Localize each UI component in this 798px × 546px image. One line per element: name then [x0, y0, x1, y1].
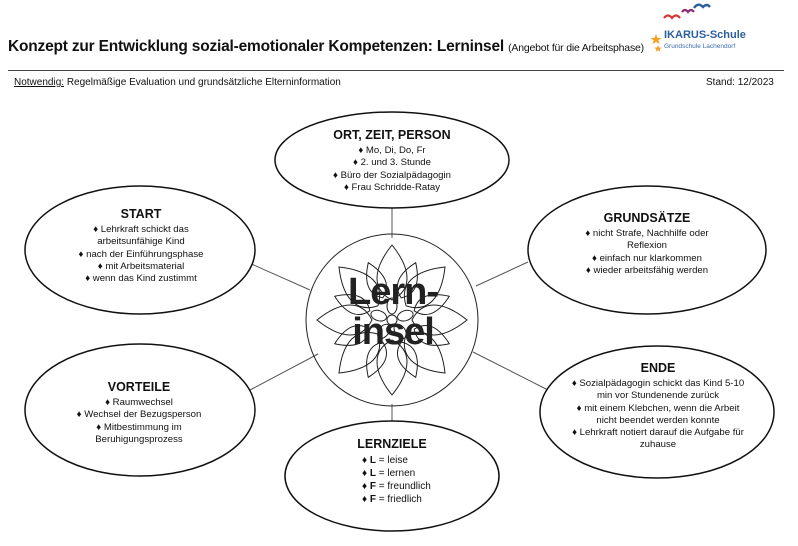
bubble-ende-heading: ENDE: [640, 361, 676, 375]
bubble-grundsaetze: [527, 185, 767, 315]
center-line-2: insel: [352, 311, 435, 353]
list-item: ♦ Büro der Sozialpädagogin: [333, 169, 451, 181]
bubble-grundsaetze-text: GRUNDSÄTZE ♦ nicht Strafe, Nachhilfe ode…: [572, 210, 722, 277]
list-item: ♦ mit Arbeitsmaterial: [97, 260, 185, 272]
list-item: ♦ Mitbestimmung im Beruhigungsprozess: [95, 421, 183, 445]
list-item: ♦ wenn das Kind zustimmt: [85, 273, 197, 285]
title-subtitle: (Angebot für die Arbeitsphase): [508, 42, 644, 54]
note-line: Notwendig: Regelmäßige Evaluation und gr…: [14, 77, 341, 88]
bubble-ort-text: ORT, ZEIT, PERSON ♦ Mo, Di, Do, Fr ♦ 2. …: [292, 127, 492, 194]
bubble-start: [24, 185, 256, 315]
connector-vorteile: [249, 353, 319, 391]
bubble-grundsaetze-heading: GRUNDSÄTZE: [603, 211, 691, 225]
connector-lines: [246, 200, 549, 424]
connector-start: [246, 261, 311, 291]
bubble-lernziele-text: LERNZIELE ♦ L = leise ♦ L = lernen ♦ F =…: [332, 436, 452, 506]
page-title: Konzept zur Entwicklung sozial-emotional…: [8, 38, 644, 56]
bubble-vorteile-text: VORTEILE ♦ Raumwechsel ♦ Wechsel der Bez…: [64, 379, 214, 446]
list-item: ♦ nach der Einführungsphase: [78, 248, 204, 260]
list-item: ♦ L = lernen: [362, 468, 416, 479]
list-item: ♦ Raumwechsel: [105, 397, 173, 408]
bubble-start-heading: START: [120, 207, 162, 221]
list-item: ♦ nicht Strafe, Nachhilfe oder Reflexion: [585, 228, 709, 252]
list-item: ♦ mit einem Klebchen, wenn die Arbeit ni…: [576, 402, 740, 426]
list-item: ♦ wieder arbeitsfähig werden: [585, 264, 709, 276]
bubble-ende-text: ENDE ♦ Sozialpädagogin schickt das Kind …: [567, 360, 749, 452]
list-item: ♦ Mo, Di, Do, Fr: [358, 145, 426, 156]
list-item: ♦ Sozialpädagogin schickt das Kind 5-10 …: [571, 378, 745, 402]
list-item: ♦ Frau Schridde-Ratay: [343, 181, 441, 193]
title-main: Konzept zur Entwicklung sozial-emotional…: [8, 38, 504, 55]
note-label: Notwendig:: [14, 77, 65, 88]
connector-grundsaetze: [475, 261, 529, 287]
mandala-flower-icon: [305, 233, 479, 407]
bubble-start-text: START ♦ Lehrkraft schickt das arbeitsunf…: [66, 206, 216, 285]
stand-date: Stand: 12/2023: [706, 77, 774, 88]
center-line-1: Lern-: [348, 271, 439, 313]
bubbles: [24, 111, 775, 532]
connector-ende: [472, 351, 549, 391]
bubble-lernziele-heading: LERNZIELE: [357, 437, 427, 451]
bubble-vorteile: [24, 343, 256, 477]
list-item: ♦ einfach nur klarkommen: [592, 252, 702, 264]
list-item: ♦ 2. und 3. Stunde: [353, 157, 431, 169]
bubble-ort: [274, 111, 510, 209]
list-item: ♦ F = freundlich: [362, 481, 431, 492]
logo-name: IKARUS-Schule: [664, 29, 746, 41]
birds-star-icon: [650, 3, 711, 52]
list-item: ♦ Wechsel der Bezugsperson: [76, 409, 202, 421]
note-text: Regelmäßige Evaluation und grundsätzlich…: [66, 77, 341, 88]
list-item: ♦ L = leise: [362, 455, 408, 466]
center-label: Lern- insel: [318, 272, 468, 352]
bubble-ende: [539, 345, 775, 479]
list-item: ♦ Lehrkraft notiert darauf die Aufgabe f…: [572, 427, 744, 451]
bubble-ort-heading: ORT, ZEIT, PERSON: [333, 128, 451, 142]
logo-subtitle: Grundschule Lachendorf: [664, 43, 736, 50]
header-divider: [8, 70, 784, 71]
list-item: ♦ Lehrkraft schickt das arbeitsunfähige …: [93, 224, 189, 248]
bubble-lernziele: [284, 420, 500, 532]
list-item: ♦ F = friedlich: [362, 494, 422, 505]
bubble-vorteile-heading: VORTEILE: [107, 380, 171, 394]
